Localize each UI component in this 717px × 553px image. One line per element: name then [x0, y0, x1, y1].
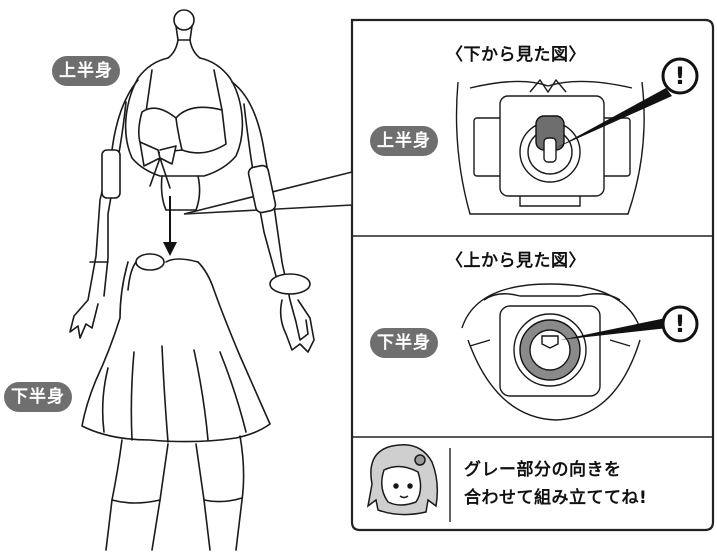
upper-body-label: 上半身 [52, 56, 120, 86]
upper-body-detail-label: 上半身 [370, 126, 438, 156]
lower-body-label: 下半身 [4, 382, 72, 412]
bottom-view-title: 〈下から見た図〉 [446, 45, 586, 65]
lower-body-figure [81, 253, 271, 551]
bottom-view-illustration [455, 78, 645, 215]
assembly-arrow [163, 196, 177, 256]
callout-panel-frame [350, 18, 715, 532]
upper-alert-circle [661, 57, 699, 95]
upper-alert-leader [556, 88, 672, 148]
tip-line-1: グレー部分の向きを [464, 460, 622, 480]
top-view-title: 〈上から見た図〉 [446, 251, 586, 271]
upper-body-figure [69, 9, 315, 353]
assembly-tip: グレー部分の向きを 合わせて組み立ててね! [464, 456, 647, 512]
tip-line-2: 合わせて組み立ててね! [464, 488, 648, 508]
top-view-illustration [461, 283, 641, 421]
lower-body-detail-label: 下半身 [370, 328, 438, 358]
lower-alert-mark: ! [674, 310, 686, 338]
mascot-avatar [366, 444, 439, 516]
lower-alert-leader [560, 318, 668, 340]
lower-alert-circle [661, 305, 699, 343]
upper-alert-mark: ! [674, 62, 686, 90]
